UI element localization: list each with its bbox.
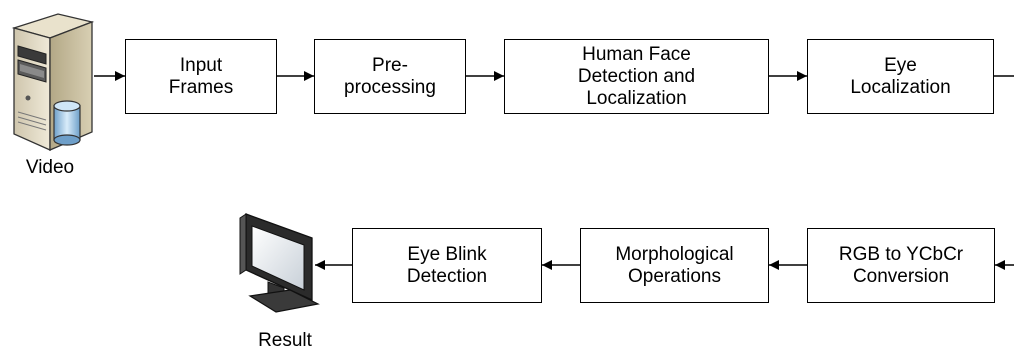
node-rgb-ycbcr: RGB to YCbCr Conversion: [807, 228, 995, 303]
node-eye-localization-label: Eye Localization: [850, 54, 951, 98]
node-eye-localization: Eye Localization: [807, 39, 994, 114]
node-face-detection: Human Face Detection and Localization: [504, 39, 769, 114]
node-morphological: Morphological Operations: [580, 228, 769, 303]
node-rgb-ycbcr-label: RGB to YCbCr Conversion: [838, 243, 964, 287]
node-preprocessing: Pre- processing: [314, 39, 466, 114]
node-eye-blink: Eye Blink Detection: [352, 228, 542, 303]
node-morphological-label: Morphological Operations: [615, 243, 734, 287]
node-eye-blink-label: Eye Blink Detection: [406, 243, 488, 287]
result-label: Result: [258, 330, 312, 351]
node-preprocessing-label: Pre- processing: [344, 54, 436, 98]
node-input-frames: Input Frames: [125, 39, 277, 114]
node-face-detection-label: Human Face Detection and Localization: [577, 43, 696, 109]
video-label: Video: [25, 157, 75, 178]
node-input-frames-label: Input Frames: [168, 54, 234, 98]
